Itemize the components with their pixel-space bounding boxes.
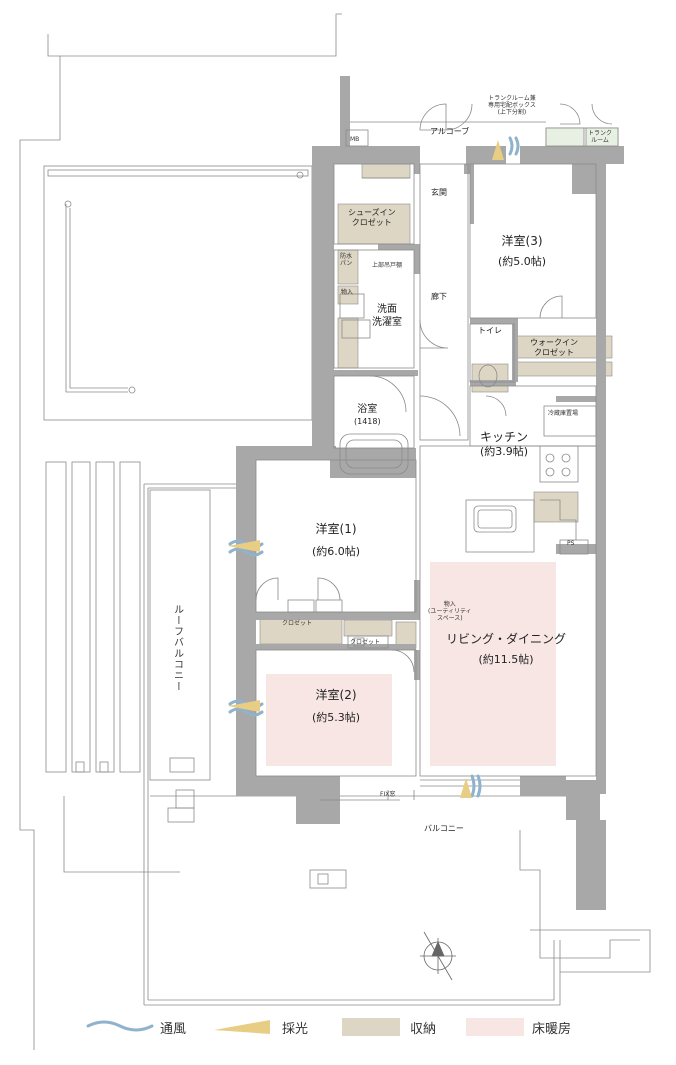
- walkin-closet-label: ウォークインクロゼット: [530, 338, 578, 357]
- legend-daylight-label: 採光: [282, 1022, 309, 1037]
- toilet-label: トイレ: [478, 326, 502, 335]
- shoes-closet-label: シューズインクロゼット: [348, 208, 396, 227]
- kitchen-label: キッチン(約3.9帖): [480, 430, 529, 458]
- utility-label: 物入(ユーティリティスペース): [428, 601, 472, 622]
- entrance-label: 玄関: [431, 188, 447, 197]
- alcove-label: アルコーブ: [430, 127, 470, 136]
- mb-label: MB: [350, 136, 360, 143]
- living-label: リビング・ダイニング(約11.5帖): [446, 632, 567, 666]
- balcony-label: バルコニー: [424, 824, 464, 833]
- legend-floor-heating-label: 床暖房: [532, 1022, 572, 1037]
- western3-label: 洋室(3)(約5.0帖): [498, 234, 547, 268]
- trunk-room-label: トランクルーム: [588, 130, 613, 144]
- western1-label: 洋室(1)(約6.0帖): [312, 522, 361, 558]
- storage-wash-label: 物入: [341, 289, 354, 296]
- compass-icon: [420, 931, 456, 981]
- interior-lines: [255, 103, 619, 801]
- fridge-label: 冷蔵庫置場: [548, 410, 579, 417]
- trunk-box-label: トランクルーム兼専用宅配ボックス(上下分割): [488, 95, 536, 116]
- washroom-label: 洗面洗濯室: [372, 304, 402, 328]
- closet-a-label: クロゼット: [282, 620, 313, 627]
- floor-heating-areas: [266, 562, 556, 766]
- upper-shelf-wash-label: 上部吊戸棚: [372, 262, 403, 269]
- ventilation-swatch: [86, 1020, 154, 1032]
- western2-label: 洋室(2)(約5.3帖): [312, 688, 361, 724]
- waterproof-pan-label: 防水パン: [340, 253, 353, 267]
- storage-swatch: [342, 1018, 400, 1036]
- corridor-label: 廊下: [431, 292, 447, 301]
- daylight-icons: [228, 140, 504, 798]
- fix-window-label: FIX窓: [380, 791, 396, 798]
- daylight-swatch: [214, 1020, 270, 1034]
- roof-balcony-label: ルーフバルコニー: [171, 604, 183, 692]
- legend-storage-label: 収納: [410, 1022, 437, 1037]
- walls: [236, 76, 624, 910]
- floor-heating-swatch: [466, 1018, 524, 1036]
- storage-areas: [259, 163, 613, 649]
- site-outline: [19, 13, 651, 1050]
- ps-kitchen-label: PS: [567, 540, 575, 547]
- closet-b-label: クロゼット: [350, 639, 381, 646]
- legend-ventilation-label: 通風: [160, 1022, 187, 1037]
- bath-label: 浴室(1418): [354, 404, 381, 426]
- legend-swatches: [86, 1018, 524, 1036]
